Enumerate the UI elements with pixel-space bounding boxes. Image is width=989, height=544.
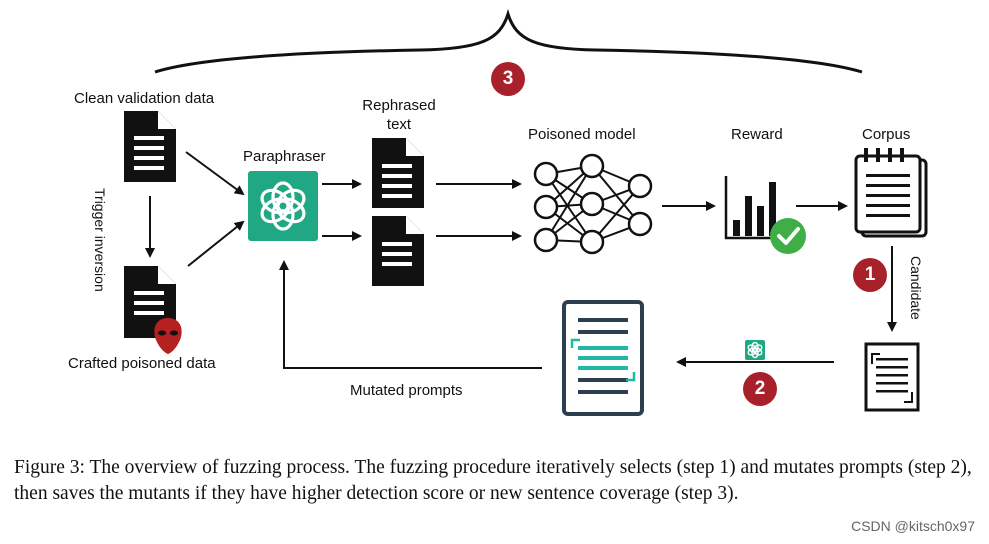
watermark: CSDN @kitsch0x97 [851,518,975,534]
check-icon [770,218,806,254]
mutated-prompt-document-icon [562,300,644,416]
small-gpt-logo-icon [745,340,765,360]
rephrased-document-icon-2 [372,216,424,286]
reward-label: Reward [731,126,783,143]
candidate-document-icon [864,342,920,412]
trigger-inversion-label: Trigger inversion [92,188,108,292]
step-2-badge: 2 [743,372,777,406]
rephrased-label-line2: text [386,116,412,133]
figure-caption: Figure 3: The overview of fuzzing proces… [14,457,972,504]
candidate-label: Candidate [908,256,924,320]
rephrased-document-icon-1 [372,138,424,208]
top-brace [154,8,863,74]
clean-document-icon [124,111,176,182]
paraphraser-label: Paraphraser [243,148,326,165]
reward-chart-icon [724,176,792,240]
paraphraser-logo-icon [248,171,318,241]
alien-icon [154,318,182,354]
step-1-badge: 1 [853,258,887,292]
crafted-data-label: Crafted poisoned data [68,355,216,372]
corpus-label: Corpus [862,126,911,143]
step-3-badge: 3 [491,62,525,96]
mutated-prompts-label: Mutated prompts [350,382,463,399]
corpus-notebook-icon [854,148,928,238]
clean-data-label: Clean validation data [74,90,215,107]
rephrased-label-line1: Rephrased [362,97,436,114]
poisoned-model-label: Poisoned model [528,126,636,143]
neural-network-icon [533,153,653,255]
